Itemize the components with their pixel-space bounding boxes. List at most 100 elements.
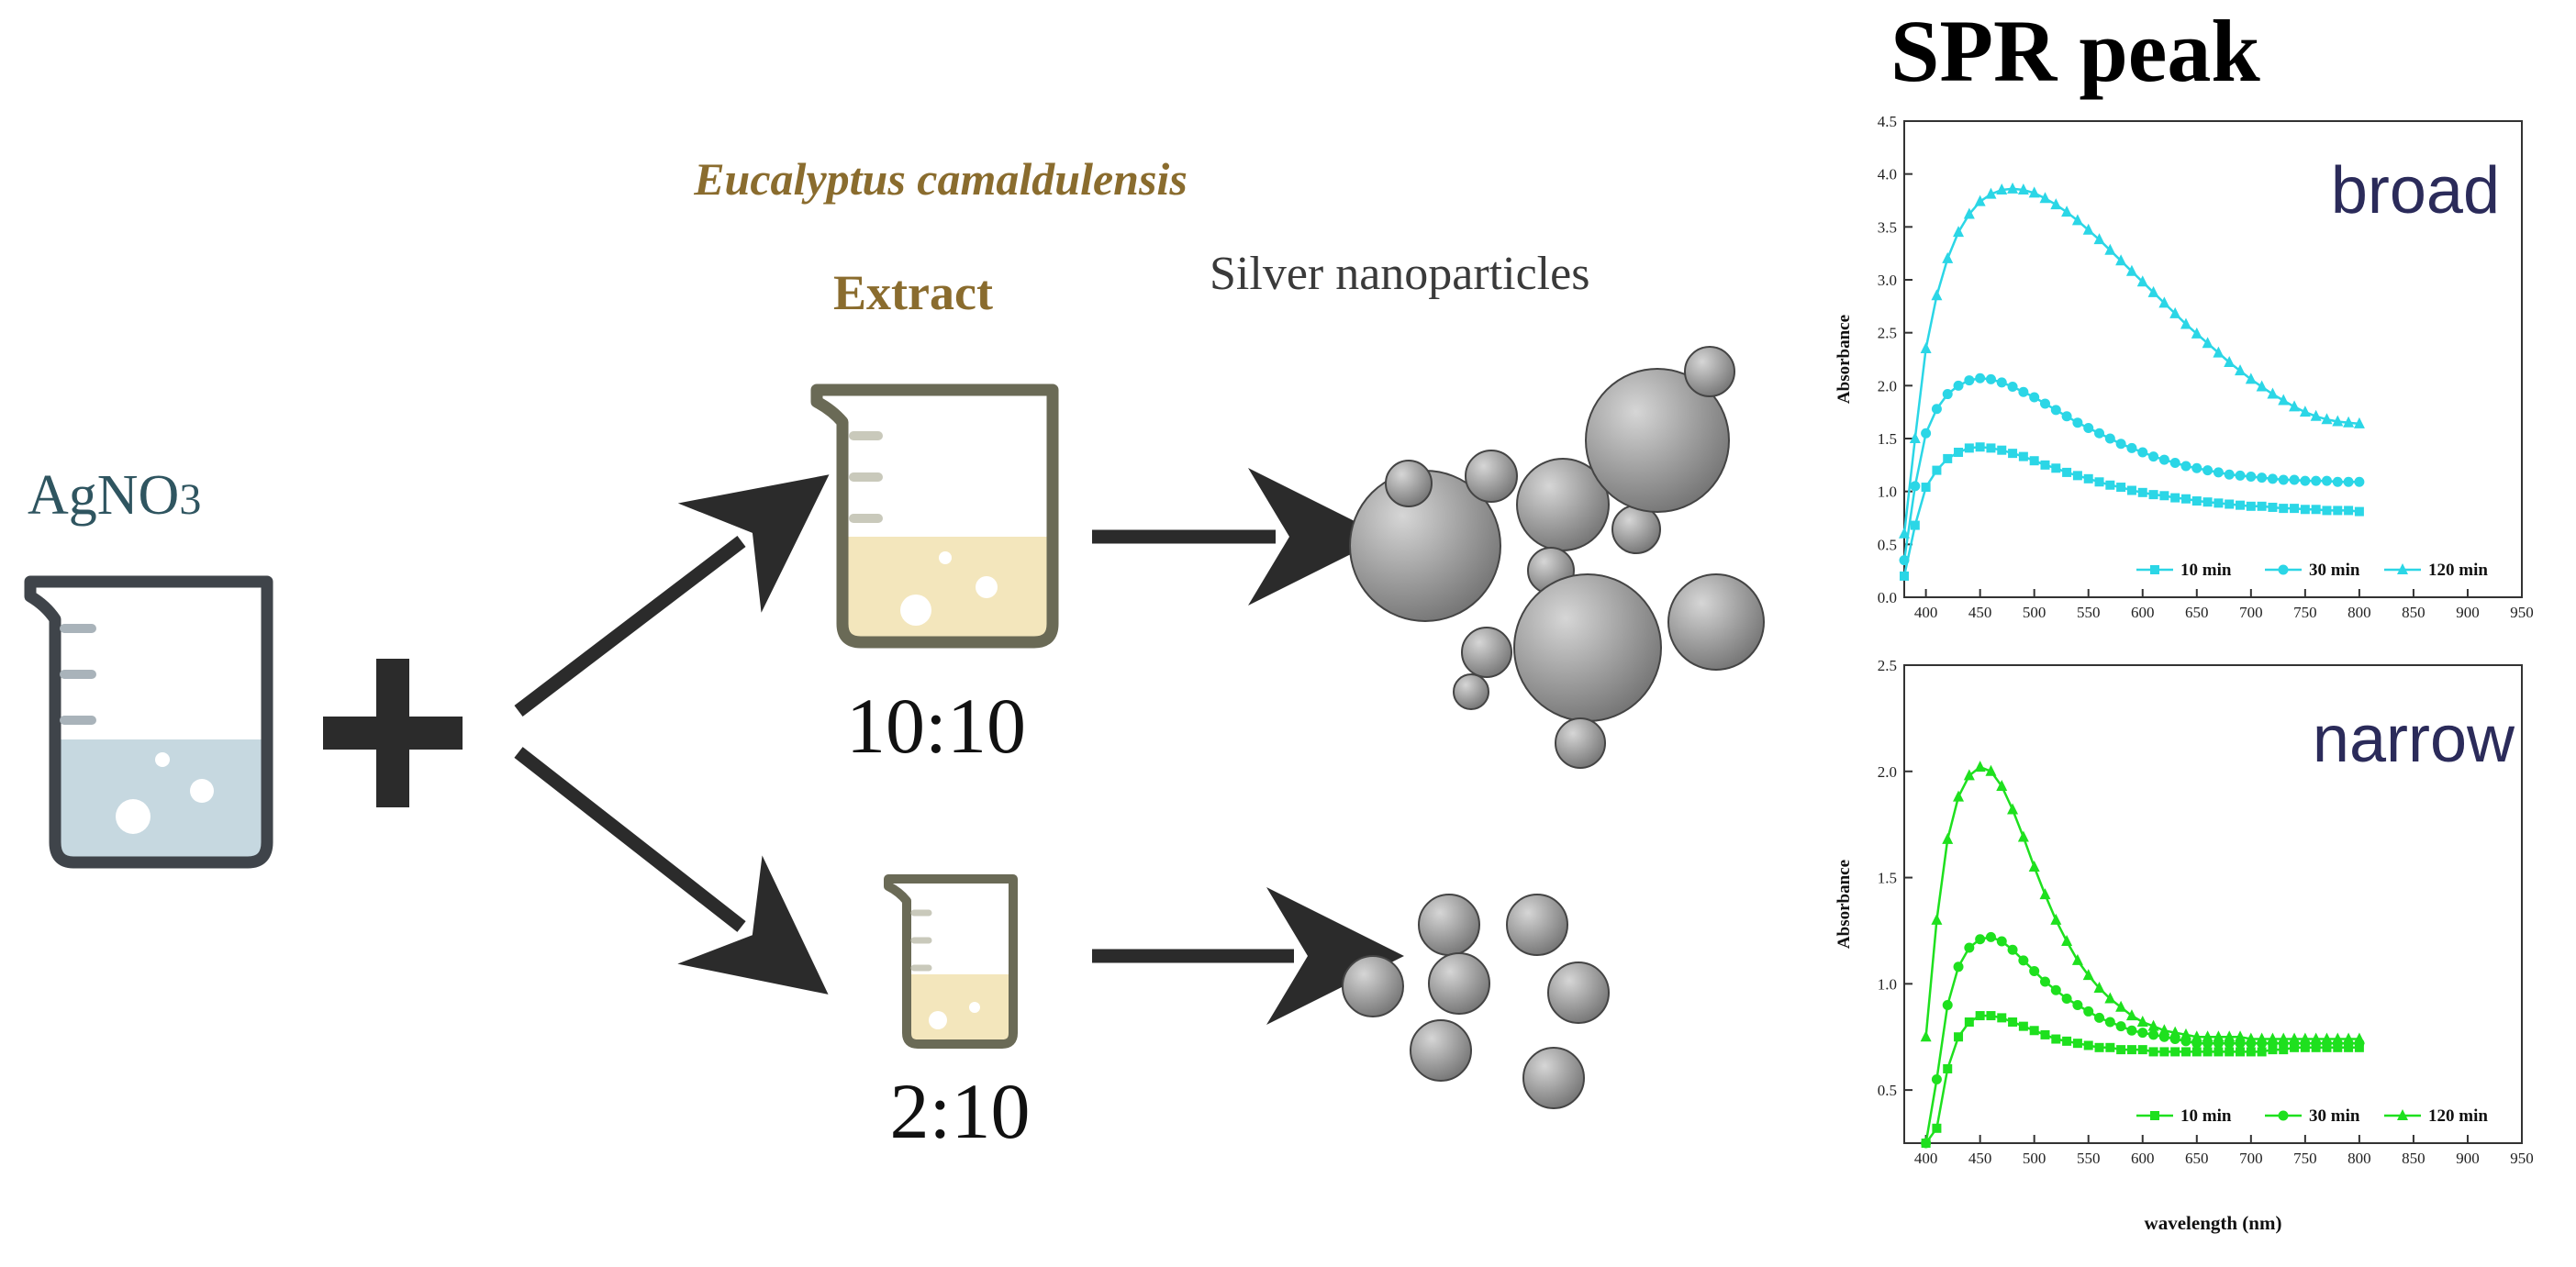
data-point xyxy=(1942,832,1954,844)
y-tick-label: 4.5 xyxy=(1878,113,1897,130)
ratio-high: 10:10 xyxy=(846,682,1026,770)
x-tick-label: 800 xyxy=(2347,604,2371,621)
data-point xyxy=(2104,433,2115,444)
silver-nitrate-beaker xyxy=(24,575,273,869)
data-point xyxy=(2158,1024,2170,1036)
data-point xyxy=(2311,475,2322,486)
y-tick-label: 1.5 xyxy=(1878,870,1897,887)
data-point xyxy=(2310,1032,2322,1044)
data-point xyxy=(2246,501,2256,511)
data-point xyxy=(2115,1000,2127,1012)
data-point xyxy=(2148,490,2158,500)
data-point xyxy=(1964,443,1974,453)
data-point xyxy=(1985,931,1996,942)
data-point xyxy=(2257,1047,2267,1057)
data-point xyxy=(2029,392,2040,403)
data-point xyxy=(1920,341,1932,353)
data-point xyxy=(2040,460,2050,470)
data-point xyxy=(2169,458,2180,469)
data-point xyxy=(1920,1030,1932,1042)
data-point xyxy=(2126,1045,2136,1055)
data-point xyxy=(2028,860,2040,872)
data-point xyxy=(2278,474,2289,485)
data-point xyxy=(2137,1045,2147,1055)
data-point xyxy=(2180,461,2191,472)
data-point xyxy=(2321,413,2333,425)
data-point xyxy=(2256,1032,2268,1044)
data-point xyxy=(2213,1030,2225,1042)
x-tick-label: 750 xyxy=(2293,1150,2317,1167)
data-point xyxy=(1900,571,1909,581)
data-point xyxy=(2246,472,2257,483)
legend-marker xyxy=(2397,563,2408,574)
data-point xyxy=(2321,475,2332,486)
arrow-to-high-ratio xyxy=(514,474,830,717)
data-point xyxy=(2299,1032,2311,1044)
y-tick-label: 3.5 xyxy=(1878,218,1897,236)
data-point xyxy=(1975,442,1985,452)
data-point xyxy=(2332,415,2344,427)
data-point xyxy=(2180,494,2191,504)
data-point xyxy=(1899,527,1910,539)
data-point xyxy=(1932,1123,1942,1133)
data-point xyxy=(2310,409,2322,421)
data-point xyxy=(2235,364,2247,376)
data-point xyxy=(2050,984,2061,995)
data-point xyxy=(1997,1013,2007,1023)
data-point xyxy=(2353,1032,2365,1044)
data-point xyxy=(2007,944,2018,955)
data-point xyxy=(1985,764,1997,776)
data-point xyxy=(2072,999,2083,1010)
data-point xyxy=(2094,428,2105,439)
legend-marker xyxy=(2397,1109,2408,1120)
data-point xyxy=(2148,1047,2158,1057)
small-nanoparticles xyxy=(1342,894,1610,1109)
y-tick-label: 1.0 xyxy=(1878,975,1897,993)
data-point xyxy=(2029,965,2040,976)
data-point xyxy=(2051,1034,2061,1044)
data-point xyxy=(2094,1012,2105,1023)
data-point xyxy=(2159,1047,2169,1057)
data-point xyxy=(2018,451,2028,461)
data-point xyxy=(2191,462,2202,473)
y-tick-label: 1.5 xyxy=(1878,430,1897,448)
data-point xyxy=(2062,467,2072,477)
y-axis-label: Absorbance xyxy=(1834,860,1854,949)
legend-marker xyxy=(2150,565,2159,574)
data-point xyxy=(2071,214,2083,226)
data-point xyxy=(2072,1039,2082,1049)
data-point xyxy=(2071,953,2083,965)
data-point xyxy=(2018,1021,2028,1031)
data-point xyxy=(2083,1040,2093,1050)
data-point xyxy=(2267,387,2279,399)
legend-marker xyxy=(2278,1110,2289,1121)
data-point xyxy=(2040,1029,2050,1039)
data-point xyxy=(1985,187,1997,199)
data-point xyxy=(2191,496,2202,506)
data-point xyxy=(1953,790,1965,802)
data-point xyxy=(2278,1032,2290,1044)
data-point xyxy=(2225,499,2235,509)
data-point xyxy=(2332,476,2343,487)
data-point xyxy=(1943,453,1953,463)
data-point xyxy=(2344,506,2354,516)
data-point xyxy=(1909,432,1921,443)
y-tick-label: 3.0 xyxy=(1878,272,1897,289)
data-point xyxy=(2267,1032,2279,1044)
extract-label: Extract xyxy=(833,265,993,320)
data-point xyxy=(2170,1047,2180,1057)
data-point xyxy=(2267,473,2278,484)
data-point xyxy=(1942,251,1954,263)
data-point xyxy=(2235,470,2246,481)
data-point xyxy=(2169,1026,2181,1038)
data-point xyxy=(1963,769,1975,781)
data-point xyxy=(2018,955,2029,966)
data-point xyxy=(1921,1138,1932,1149)
x-tick-label: 450 xyxy=(1968,604,1992,621)
data-point xyxy=(2137,447,2148,458)
x-tick-label: 700 xyxy=(2239,1150,2263,1167)
data-point xyxy=(2235,1030,2247,1042)
data-point xyxy=(1975,372,1986,383)
data-point xyxy=(1975,1011,1985,1021)
